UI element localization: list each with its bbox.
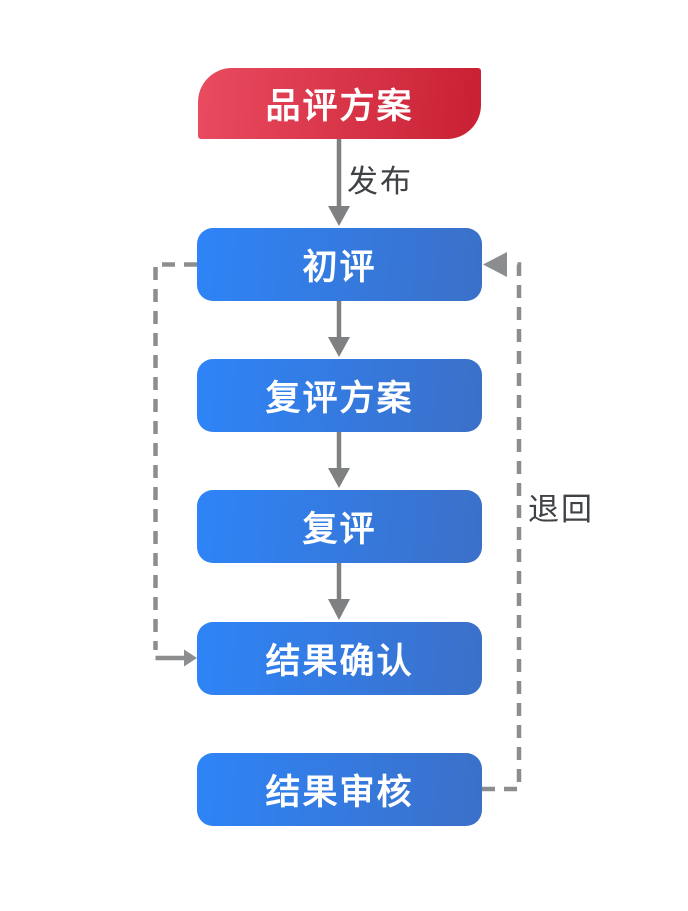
edge-label-publish: 发布	[347, 164, 413, 200]
flow-node-result-audit: 结果审核	[197, 753, 482, 826]
flow-node-result-confirmation: 结果确认	[197, 622, 482, 695]
dashed-connector-audit-to-initial	[482, 252, 522, 792]
arrow-replan-to-review	[328, 432, 350, 488]
arrow-plan-to-initial	[328, 139, 350, 226]
arrow-initial-to-replan	[328, 301, 350, 357]
flow-node-re-evaluation: 复评	[197, 490, 482, 563]
arrow-review-to-confirm	[328, 563, 350, 620]
flow-node-initial-review: 初评	[197, 228, 482, 301]
flow-node-plan: 品评方案	[198, 68, 481, 139]
flow-node-re-evaluation-plan: 复评方案	[197, 359, 482, 432]
edge-label-return: 退回	[528, 492, 594, 528]
dashed-connector-initial-to-confirm	[153, 262, 197, 667]
